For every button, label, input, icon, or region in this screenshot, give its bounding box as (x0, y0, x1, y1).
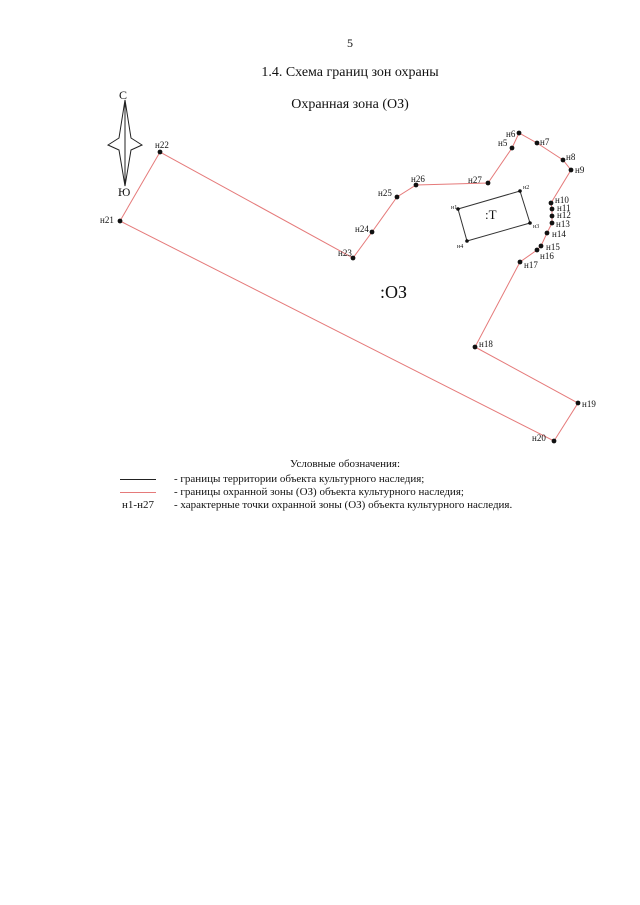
boundary-point-label: н7 (540, 137, 550, 147)
legend-title: Условные обозначения: (290, 458, 401, 470)
compass-south-label: Ю (118, 185, 131, 199)
legend-code: н1-н27 (122, 499, 154, 511)
boundary-point-label: н8 (566, 152, 576, 162)
legend-text: - характерные точки охранной зоны (ОЗ) о… (174, 499, 513, 511)
boundary-point-label: н5 (498, 138, 508, 148)
boundary-point-label: н4 (457, 244, 463, 250)
boundary-point-marker (485, 180, 491, 186)
boundary-point-marker (369, 229, 375, 235)
boundary-point-label: н11 (557, 203, 570, 213)
boundary-point-label: н26 (411, 174, 425, 184)
boundary-point-marker (516, 130, 522, 136)
compass-arrow-icon (106, 99, 144, 187)
boundary-point-marker (538, 243, 544, 249)
legend-black-line-icon (120, 478, 156, 480)
legend-item-points: н1-н27 - характерные точки охранной зоны… (110, 499, 512, 511)
legend-text: - границы охранной зоны (ОЗ) объекта кул… (174, 486, 464, 498)
zone-label-territory: :Т (485, 207, 497, 222)
boundary-point-marker (518, 189, 522, 193)
boundary-point-label: н6 (506, 129, 516, 139)
boundary-point-marker (534, 247, 540, 253)
boundary-point-marker (568, 167, 574, 173)
boundary-point-marker (465, 239, 469, 243)
boundary-point-label: н16 (540, 251, 554, 261)
boundary-point-marker (117, 218, 123, 224)
boundary-point-marker (549, 220, 555, 226)
compass-north-label: С (119, 88, 128, 102)
boundary-point-label: н10 (555, 195, 569, 205)
page-title: 1.4. Схема границ зон охраны (261, 65, 439, 80)
boundary-point-label: н22 (155, 140, 169, 150)
zone-label-oz: :ОЗ (380, 282, 408, 302)
boundary-point-marker (549, 206, 555, 212)
boundary-point-label: н3 (533, 224, 539, 230)
boundary-point-marker (413, 182, 419, 188)
boundary-point-label: н1 (451, 205, 457, 211)
boundary-point-label: н27 (468, 175, 482, 185)
boundary-point-marker (517, 259, 523, 265)
boundary-point-label: н12 (557, 210, 571, 220)
boundary-point-marker (534, 140, 540, 146)
boundary-point-marker (472, 344, 478, 350)
territory-polygon (119, 132, 579, 442)
boundary-point-marker (560, 157, 566, 163)
boundary-point-label: н20 (532, 433, 546, 443)
boundary-point-label: н23 (338, 248, 352, 258)
legend-text: - границы территории объекта культурного… (174, 473, 425, 485)
boundary-point-marker (551, 438, 557, 444)
boundary-point-label: н15 (546, 242, 560, 252)
boundary-point-label: н21 (100, 215, 114, 225)
boundary-point-marker (394, 194, 400, 200)
boundary-point-marker (548, 200, 554, 206)
legend-item-zone: - границы охранной зоны (ОЗ) объекта кул… (110, 486, 464, 498)
page-subtitle: Охранная зона (ОЗ) (291, 97, 409, 112)
boundary-point-label: н25 (378, 188, 392, 198)
boundary-point-marker (544, 230, 550, 236)
boundary-point-label: н13 (556, 219, 570, 229)
page-number: 5 (347, 36, 353, 50)
boundary-point-label: н17 (524, 260, 538, 270)
boundary-point-label: н24 (355, 224, 369, 234)
oz-boundary (119, 132, 579, 442)
boundary-point-marker (528, 221, 532, 225)
boundary-point-label: н18 (479, 339, 493, 349)
boundary-point-marker (157, 149, 163, 155)
boundary-point-label: н14 (552, 229, 566, 239)
boundary-point-label: н9 (575, 165, 585, 175)
boundary-point-marker (575, 400, 581, 406)
legend-item-territory: - границы территории объекта культурного… (110, 473, 424, 485)
boundary-point-marker (456, 207, 460, 211)
boundary-point-marker (549, 213, 555, 219)
boundary-point-label: н2 (523, 185, 529, 191)
legend-red-line-icon (120, 491, 156, 493)
boundary-point-marker (509, 145, 515, 151)
boundary-point-label: н19 (582, 399, 596, 409)
boundary-point-marker (350, 255, 356, 261)
